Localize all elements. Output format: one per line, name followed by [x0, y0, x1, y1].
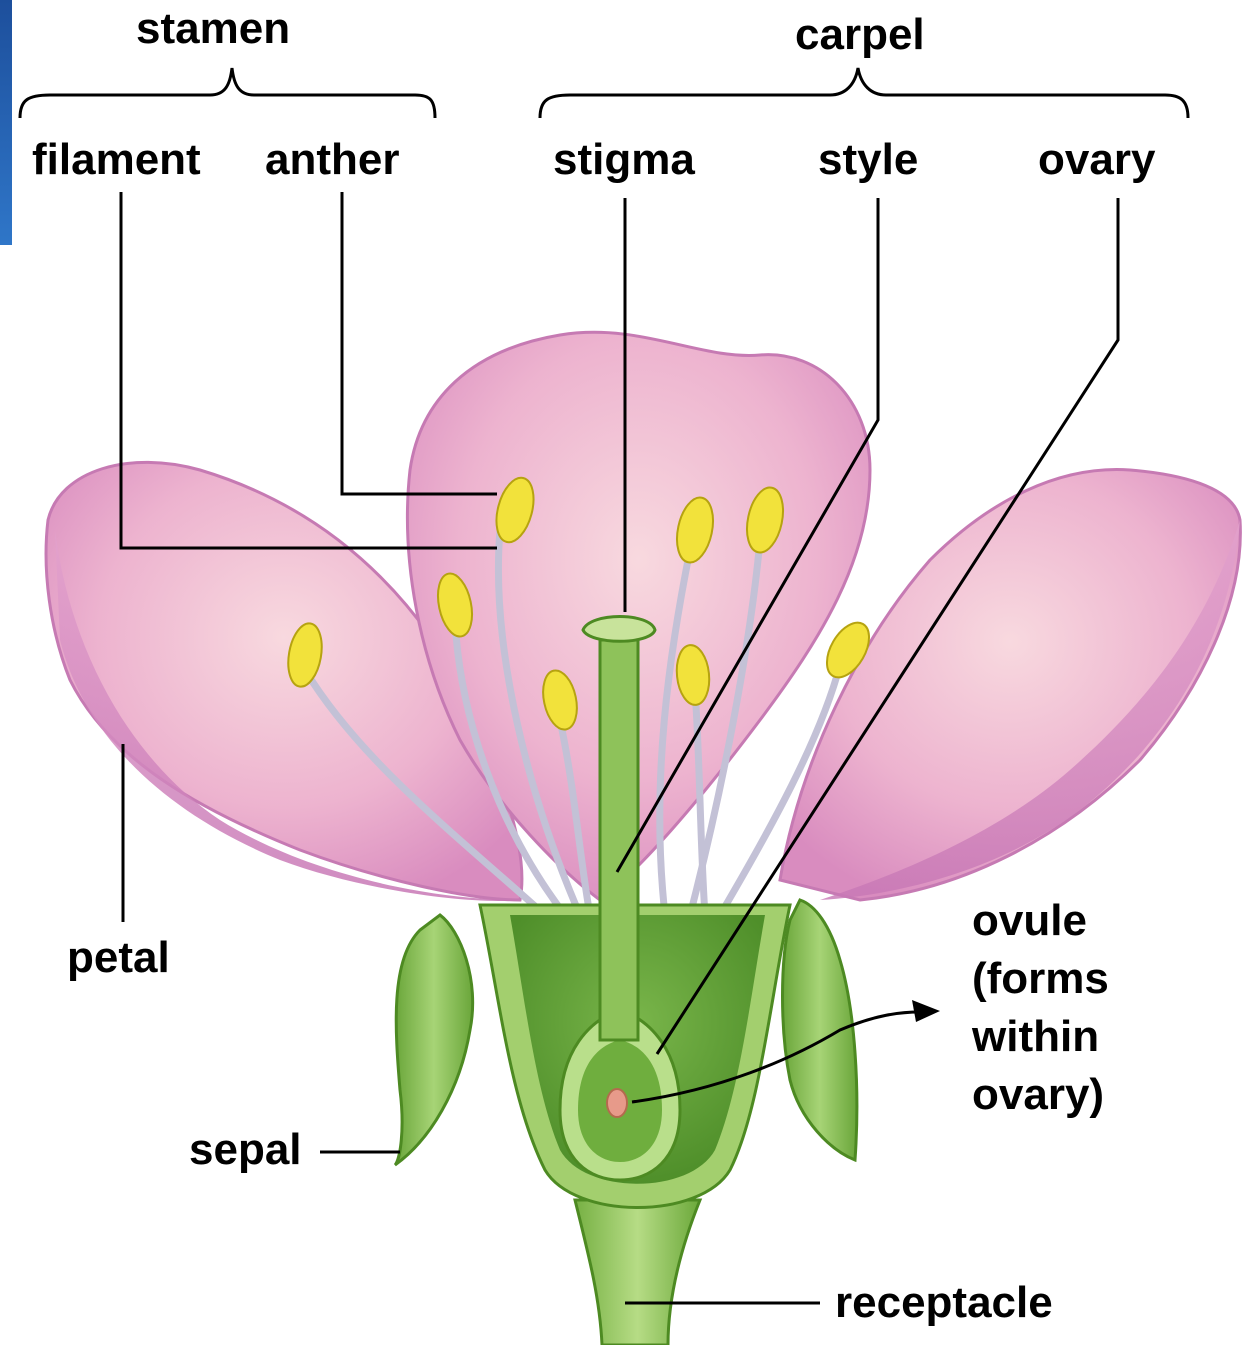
label-stamen: stamen [136, 0, 290, 58]
label-ovary: ovary [1038, 131, 1155, 189]
label-filament: filament [32, 131, 201, 189]
label-style: style [818, 131, 918, 189]
label-carpel: carpel [795, 6, 925, 64]
label-ovule-line-1: ovule [972, 892, 1087, 950]
label-stigma: stigma [553, 131, 695, 189]
label-ovule-line-4: ovary) [972, 1066, 1104, 1124]
receptacle-stem [575, 1200, 700, 1345]
label-petal: petal [67, 929, 170, 987]
label-anther: anther [265, 131, 399, 189]
label-receptacle: receptacle [835, 1274, 1053, 1332]
ovule [607, 1089, 627, 1117]
ovule-arrow-head [912, 1000, 940, 1022]
label-ovule-line-3: within [972, 1008, 1099, 1066]
label-ovule-line-2: (forms [972, 950, 1109, 1008]
label-sepal: sepal [189, 1121, 302, 1179]
